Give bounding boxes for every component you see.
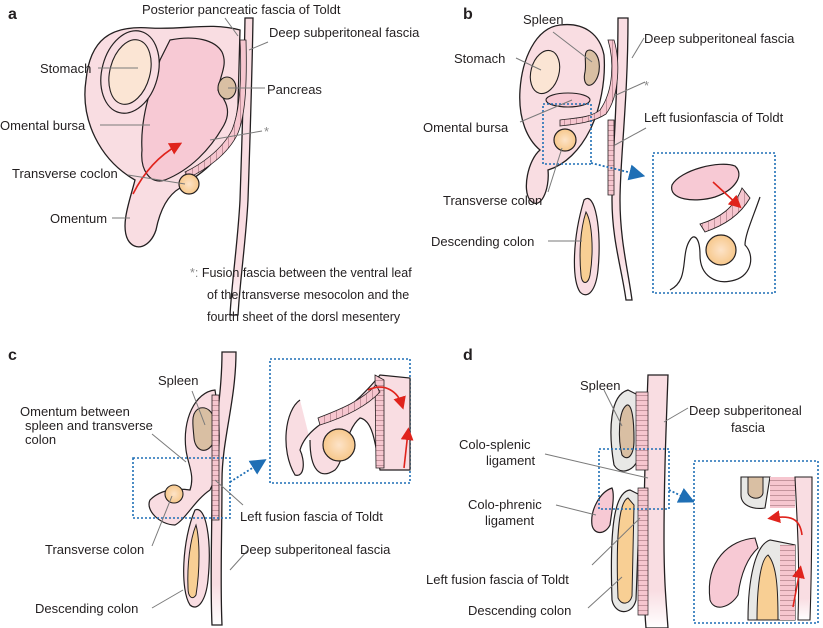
panel-a-drawing: [84, 17, 269, 316]
label-descending-colon-c: Descending colon: [35, 601, 139, 616]
label-pancreas-a: Pancreas: [267, 82, 322, 97]
footnote-line-1: Fusion fascia between the ventral leaf: [201, 266, 412, 280]
label-deep-subperitoneal-fascia-b: Deep subperitoneal fascia: [644, 31, 795, 46]
inset-b-red-arrow: [712, 181, 742, 209]
inset-d-wall: [794, 476, 813, 621]
inset-arrow-d: [668, 488, 695, 503]
inset-d-red-arrow-up: [792, 565, 805, 608]
inset-d-hatch-top: [770, 477, 795, 508]
leader-lines-d: [544, 389, 689, 609]
label-spleen-c: Spleen: [158, 373, 199, 388]
label-asterisk-a: *: [264, 124, 270, 139]
inset-arrow-c: [229, 459, 267, 483]
fascia-hatch-b: [559, 39, 619, 127]
fascia-hatch-d: [637, 487, 649, 616]
label-left-fusion-fascia-d: Left fusion fascia of Toldt: [426, 572, 569, 587]
label-omentum-a: Omentum: [50, 211, 108, 226]
leader-lines-a: [98, 17, 269, 219]
descending-colon-d: [616, 497, 635, 604]
transverse-colon-b: [553, 128, 577, 152]
spleen-hatch-d: [635, 391, 649, 471]
inset-d-hatch-bottom: [780, 545, 795, 620]
inset-d-spleen: [747, 476, 764, 499]
inset-c-fascia: [374, 374, 385, 469]
label-omental-bursa-a: Omental bursa: [0, 118, 86, 133]
label-colo-splenic-line2: ligament: [486, 453, 536, 468]
inset-c-colon: [322, 428, 356, 462]
label-spleen-b: Spleen: [523, 12, 564, 27]
label-deep-subperitoneal-fascia-a: Deep subperitoneal fascia: [269, 25, 420, 40]
panel-c-drawing: [132, 351, 414, 626]
panel-b-drawing: [515, 17, 776, 301]
footnote-line-3: fourth sheet of the dorsl mesentery: [207, 310, 401, 324]
label-deep-subperitoneal-d-line2: fascia: [731, 420, 765, 435]
label-colo-phrenic-line1: Colo-phrenic: [468, 497, 542, 512]
inset-c-red-arrow-up: [400, 427, 414, 469]
fascia-hatch-b2: [607, 119, 615, 196]
stomach-b: [529, 49, 561, 95]
leader-lines-c: [151, 390, 249, 609]
label-transverse-colon-c: Transverse colon: [45, 542, 145, 557]
transverse-colon-c: [164, 484, 184, 504]
colo-phrenic-ligament: [591, 487, 614, 534]
label-deep-subperitoneal-fascia-c: Deep subperitoneal fascia: [240, 542, 391, 557]
asterisk-footnote: *: Fusion fascia between the ventral lea…: [190, 262, 412, 328]
label-stomach-a: Stomach: [40, 61, 92, 76]
inset-source-box-b: [542, 103, 592, 165]
label-omental-bursa-b: Omental bursa: [423, 120, 509, 135]
fascia-hatch-c: [211, 394, 220, 521]
inset-arrow-b: [590, 162, 646, 181]
label-omentum-between-line1: Omentum between: [20, 404, 130, 419]
panel-d-drawing: [544, 374, 819, 628]
panel-d-letter: d: [463, 347, 473, 364]
label-spleen-d: Spleen: [580, 378, 621, 393]
inset-d-ligament: [708, 537, 759, 608]
posterior-wall: [229, 17, 254, 316]
label-left-fusion-fascia-c: Left fusion fascia of Toldt: [240, 509, 383, 524]
inset-c-red-arrow-curve: [367, 386, 406, 410]
inset-d-colon: [756, 554, 779, 621]
posterior-wall-d: [643, 374, 669, 628]
label-left-fusion-fascia-b: Left fusionfascia of Toldt: [644, 110, 784, 125]
label-colo-phrenic-line2: ligament: [485, 513, 535, 528]
omental-bursa: [141, 37, 229, 182]
red-arrow-a: [132, 142, 183, 195]
omental-bursa-b: [545, 92, 591, 108]
label-descending-colon-d: Descending colon: [468, 603, 572, 618]
leader-lines-b: [515, 31, 647, 242]
inset-d-red-arrow-curve: [767, 510, 803, 536]
inset-source-box-d: [598, 448, 670, 510]
label-deep-subperitoneal-d-line1: Deep subperitoneal: [689, 403, 802, 418]
footnote-symbol: *:: [190, 266, 199, 280]
spleen-d: [618, 404, 635, 459]
label-stomach-b: Stomach: [454, 51, 506, 66]
inset-c-mesocolon: [317, 384, 381, 426]
label-omentum-between-line3: colon: [25, 432, 57, 447]
panel-b-letter: b: [463, 6, 473, 23]
label-descending-colon-b: Descending colon: [431, 234, 535, 249]
panel-a-letter: a: [8, 6, 17, 23]
label-transverse-colon-a: Transverse coclon: [12, 166, 118, 181]
transverse-colon: [178, 173, 200, 195]
label-colo-splenic-line1: Colo-splenic: [459, 437, 531, 452]
label-posterior-pancreatic-fascia: Posterior pancreatic fascia of Toldt: [142, 2, 341, 17]
label-omentum-between-line2: spleen and transverse: [25, 418, 153, 433]
panel-c-letter: c: [8, 347, 17, 364]
label-asterisk-b: *: [644, 78, 650, 93]
inset-b-colon: [705, 234, 737, 266]
label-transverse-colon-b: Transverse colon: [443, 193, 543, 208]
footnote-line-2: of the transverse mesocolon and the: [207, 288, 410, 302]
